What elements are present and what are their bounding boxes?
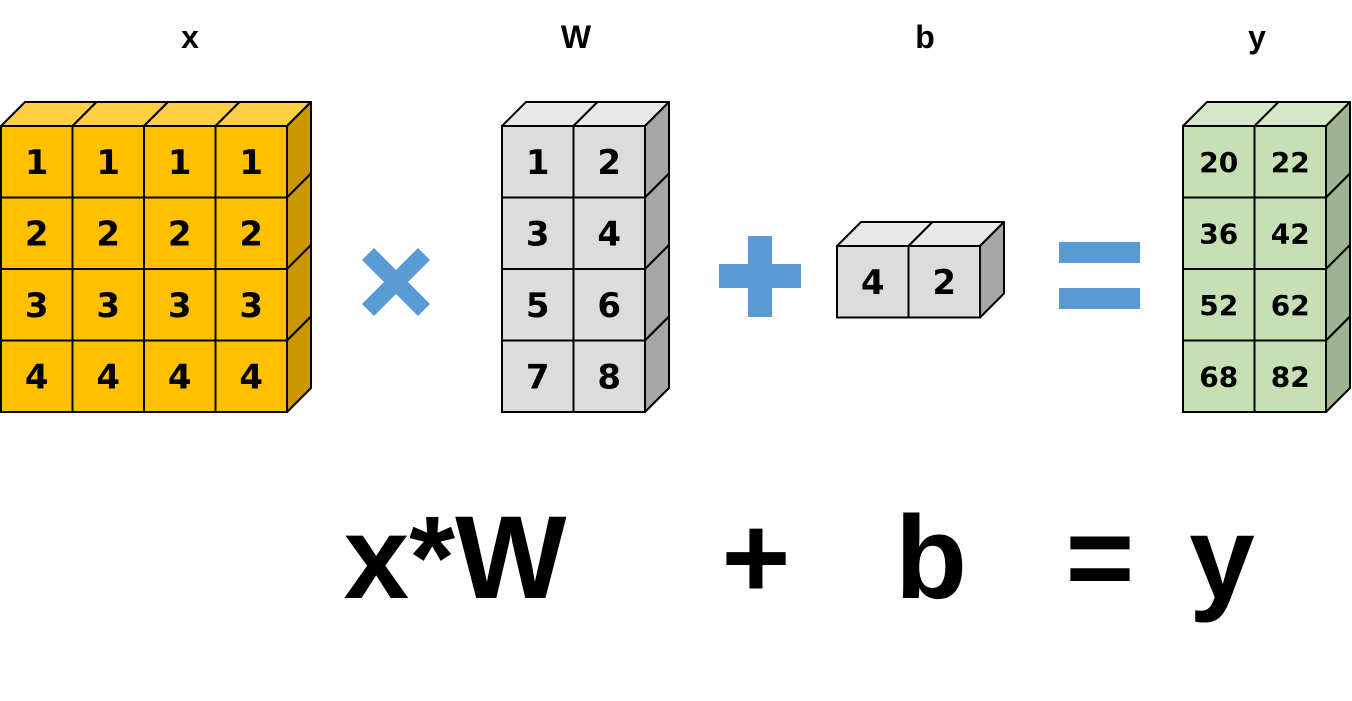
x-matrix-cell-value: 3 [239, 286, 263, 326]
x-matrix-cell [214, 125, 288, 199]
y-matrix-cell-value: 42 [1271, 217, 1310, 250]
w-matrix-cell [572, 339, 646, 413]
equation-equals: = [1066, 492, 1135, 624]
x-matrix-cell-value: 4 [168, 357, 192, 397]
equation-result: y [1189, 492, 1255, 624]
y-matrix-cell [1253, 196, 1327, 270]
w-matrix-cell-value: 7 [526, 357, 550, 397]
b-vector-cell [907, 245, 981, 319]
x-matrix-cell [214, 339, 288, 413]
w-matrix-cell [572, 196, 646, 270]
x-matrix-cell-value: 4 [96, 357, 120, 397]
b-vector-cell-value: 4 [861, 263, 885, 303]
times-icon [361, 247, 431, 317]
y-matrix-cell [1182, 196, 1256, 270]
b-vector-cell [836, 245, 910, 319]
w-matrix-cell-value: 6 [597, 286, 621, 326]
equation-lhs: x*W [344, 492, 568, 624]
y-matrix: 20 22 36 42 52 62 68 82 [1182, 101, 1351, 413]
x-matrix-cell [143, 339, 217, 413]
x-matrix-cell-value: 4 [25, 357, 49, 397]
b-vector-cell-value: 2 [932, 263, 956, 303]
x-matrix: 1 1 1 1 2 2 2 2 3 3 3 3 4 4 4 4 [0, 101, 312, 413]
x-matrix-cell-value: 1 [168, 143, 192, 183]
w-matrix-cell-value: 5 [526, 286, 550, 326]
plus-icon [719, 236, 801, 317]
x-matrix-cell [214, 268, 288, 342]
y-matrix-cell [1253, 339, 1327, 413]
w-matrix-cell-value: 8 [597, 357, 621, 397]
w-matrix-cell-value: 3 [526, 214, 550, 254]
w-matrix-cell-value: 1 [526, 143, 550, 183]
y-matrix-cell-value: 82 [1271, 360, 1310, 393]
x-matrix-cell [143, 196, 217, 270]
x-matrix-cell [214, 196, 288, 270]
x-matrix-cell-value: 3 [96, 286, 120, 326]
x-matrix-cell-value: 1 [239, 143, 263, 183]
y-matrix-cell [1253, 268, 1327, 342]
w-matrix-cell-value: 4 [597, 214, 621, 254]
equation-plus: + [722, 492, 791, 624]
y-matrix-title: y [1248, 19, 1266, 55]
y-matrix-cell-value: 52 [1199, 289, 1238, 322]
y-matrix-cell-value: 68 [1199, 360, 1238, 393]
y-matrix-cell-value: 62 [1271, 289, 1310, 322]
x-matrix-cell-value: 3 [25, 286, 49, 326]
y-matrix-cell-value: 36 [1199, 217, 1238, 250]
y-matrix-cell [1253, 125, 1327, 199]
x-matrix-cell-value: 2 [25, 214, 49, 254]
x-matrix-cell [71, 339, 145, 413]
equation-bias: b [895, 492, 967, 624]
x-matrix-cell-value: 2 [239, 214, 263, 254]
x-matrix-title: x [181, 19, 199, 55]
y-matrix-cell-value: 20 [1199, 146, 1238, 179]
x-matrix-cell [71, 196, 145, 270]
w-matrix-cell [501, 339, 575, 413]
x-matrix-cell [71, 268, 145, 342]
w-matrix-title: W [561, 19, 592, 55]
equals-icon [1059, 242, 1140, 309]
w-matrix: 1 2 3 4 5 6 7 8 [501, 101, 670, 413]
x-matrix-cell-value: 4 [239, 357, 263, 397]
y-matrix-cell-value: 22 [1271, 146, 1310, 179]
x-matrix-cell-value: 1 [96, 143, 120, 183]
x-matrix-cell [71, 125, 145, 199]
x-matrix-cell-value: 3 [168, 286, 192, 326]
b-vector-title: b [915, 19, 935, 55]
w-matrix-cell [501, 268, 575, 342]
x-matrix-cell-value: 1 [25, 143, 49, 183]
x-matrix-cell-value: 2 [96, 214, 120, 254]
w-matrix-cell-value: 2 [597, 143, 621, 183]
x-matrix-cell-value: 2 [168, 214, 192, 254]
